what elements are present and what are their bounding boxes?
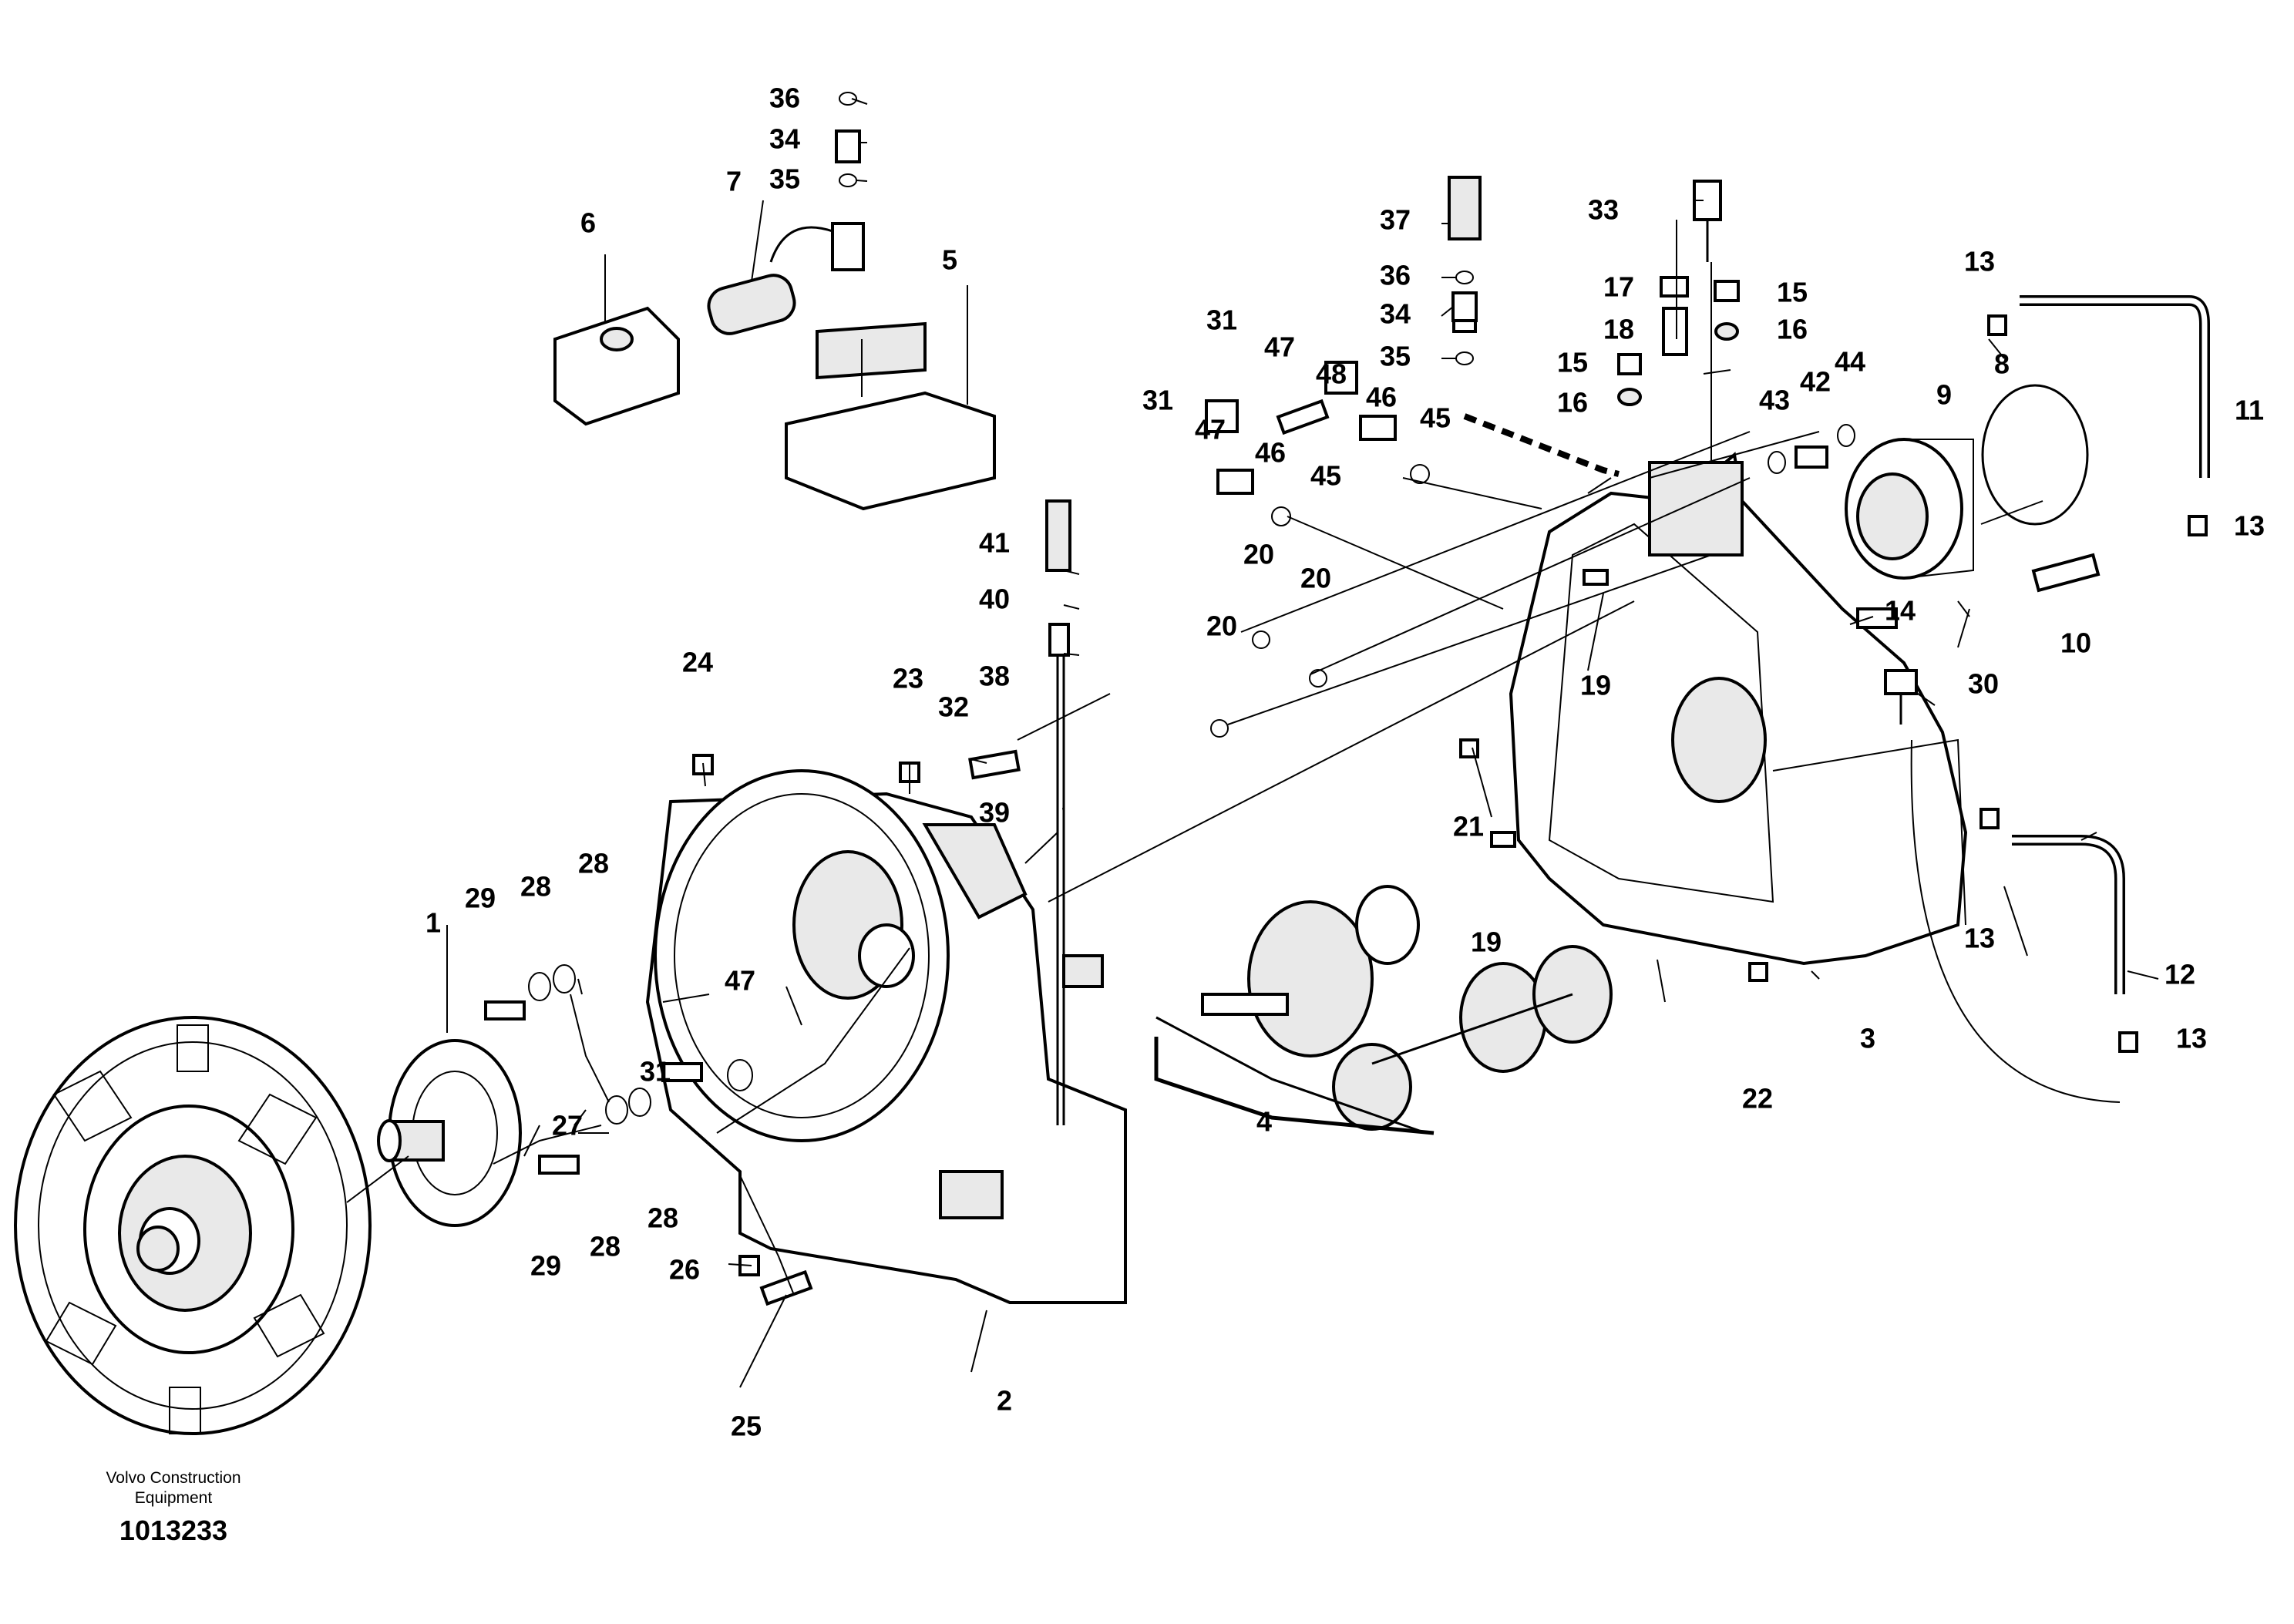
credit-line-1: Volvo Construction [106, 1469, 241, 1487]
callout-28c: 28 [590, 1231, 621, 1263]
gear-set-part-4 [1155, 885, 1613, 1135]
callout-39: 39 [979, 797, 1010, 829]
callout-45a: 45 [1420, 402, 1451, 434]
callout-27: 27 [552, 1110, 583, 1142]
callout-28b: 28 [578, 848, 609, 879]
callout-43: 43 [1759, 385, 1790, 416]
callout-34a: 34 [769, 123, 800, 155]
callout-24: 24 [682, 647, 713, 678]
callout-13d: 13 [2176, 1023, 2207, 1054]
converter-housing-part-2 [645, 769, 1127, 1304]
callout-38: 38 [979, 661, 1010, 692]
callout-46a: 46 [1366, 382, 1397, 413]
callout-6: 6 [580, 207, 596, 239]
callout-16b: 16 [1557, 387, 1588, 419]
callout-16a: 16 [1777, 314, 1808, 345]
callout-37: 37 [1380, 204, 1411, 236]
callout-3: 3 [1860, 1023, 1875, 1054]
callout-18: 18 [1603, 314, 1634, 345]
callout-13b: 13 [2234, 510, 2265, 542]
callout-31c: 31 [640, 1056, 671, 1088]
callout-15b: 15 [1557, 347, 1588, 378]
callout-22: 22 [1742, 1083, 1773, 1115]
callout-5: 5 [942, 244, 957, 276]
callout-41: 41 [979, 527, 1010, 559]
oil-lines [1910, 295, 2210, 1103]
sensor-part-30 [1884, 669, 1918, 725]
callout-48: 48 [1316, 358, 1347, 390]
publisher-credit: Volvo Construction Equipment 1013233 [69, 1468, 278, 1547]
callout-19b: 19 [1471, 926, 1502, 958]
callout-2: 2 [997, 1385, 1012, 1417]
leader-lines [346, 98, 2159, 1388]
small-parts [484, 92, 2208, 1306]
drawing-number: 1013233 [119, 1515, 228, 1546]
callout-4: 4 [1256, 1106, 1272, 1138]
dipstick-tube-part-38 [1045, 499, 1071, 1125]
solenoid-part-7 [707, 222, 865, 335]
callout-35b: 35 [1380, 341, 1411, 372]
callout-35a: 35 [769, 163, 800, 195]
torque-converter [14, 1016, 372, 1435]
callout-32: 32 [938, 691, 969, 723]
transmission-housing-part-3 [1509, 452, 1968, 966]
callout-7: 7 [726, 166, 742, 197]
callout-21: 21 [1453, 811, 1484, 842]
callout-12: 12 [2164, 959, 2195, 990]
callout-20a: 20 [1243, 539, 1274, 570]
callout-40: 40 [979, 583, 1010, 615]
sensor-part-33 [1693, 180, 1722, 262]
callout-9: 9 [1936, 379, 1952, 411]
callout-14: 14 [1885, 595, 1916, 627]
callout-47c: 47 [725, 965, 755, 997]
callout-45b: 45 [1310, 460, 1341, 492]
callout-20c: 20 [1206, 610, 1237, 642]
credit-line-2: Equipment [134, 1489, 213, 1507]
callout-10: 10 [2060, 627, 2091, 659]
callout-31a: 31 [1206, 304, 1237, 336]
callout-47a: 47 [1264, 331, 1295, 363]
callout-29b: 29 [530, 1250, 561, 1282]
callout-1: 1 [426, 907, 441, 939]
callout-8: 8 [1994, 348, 2010, 380]
callout-13a: 13 [1964, 246, 1995, 277]
callout-36b: 36 [1380, 260, 1411, 291]
cover-part-9 [1845, 438, 1974, 580]
callout-17: 17 [1603, 271, 1634, 303]
callout-42: 42 [1800, 366, 1831, 398]
callout-25: 25 [731, 1410, 762, 1442]
callout-46b: 46 [1255, 437, 1286, 469]
callout-26: 26 [669, 1254, 700, 1286]
callout-29a: 29 [465, 883, 496, 914]
callout-28a: 28 [520, 871, 551, 903]
callout-13c: 13 [1964, 923, 1995, 954]
callout-44: 44 [1835, 346, 1865, 378]
callout-23: 23 [893, 663, 923, 694]
callout-47b: 47 [1195, 414, 1226, 446]
pump-part-1 [377, 1039, 522, 1227]
o-ring-part-8 [1981, 384, 2089, 526]
callout-labels: 1 2 3 4 5 6 7 8 9 10 11 12 13 13 13 13 1… [426, 82, 2265, 1442]
callout-36a: 36 [769, 82, 800, 114]
callout-34b: 34 [1380, 298, 1411, 330]
callout-33: 33 [1588, 194, 1619, 226]
callout-30: 30 [1968, 668, 1999, 700]
control-unit-part-5 [785, 321, 996, 511]
control-valve-part-6 [553, 306, 680, 426]
callout-15a: 15 [1777, 277, 1808, 308]
callout-20b: 20 [1300, 563, 1331, 594]
callout-11: 11 [2235, 395, 2264, 426]
callout-31b: 31 [1142, 385, 1173, 416]
callout-19a: 19 [1580, 670, 1611, 701]
callout-28d: 28 [648, 1202, 678, 1234]
